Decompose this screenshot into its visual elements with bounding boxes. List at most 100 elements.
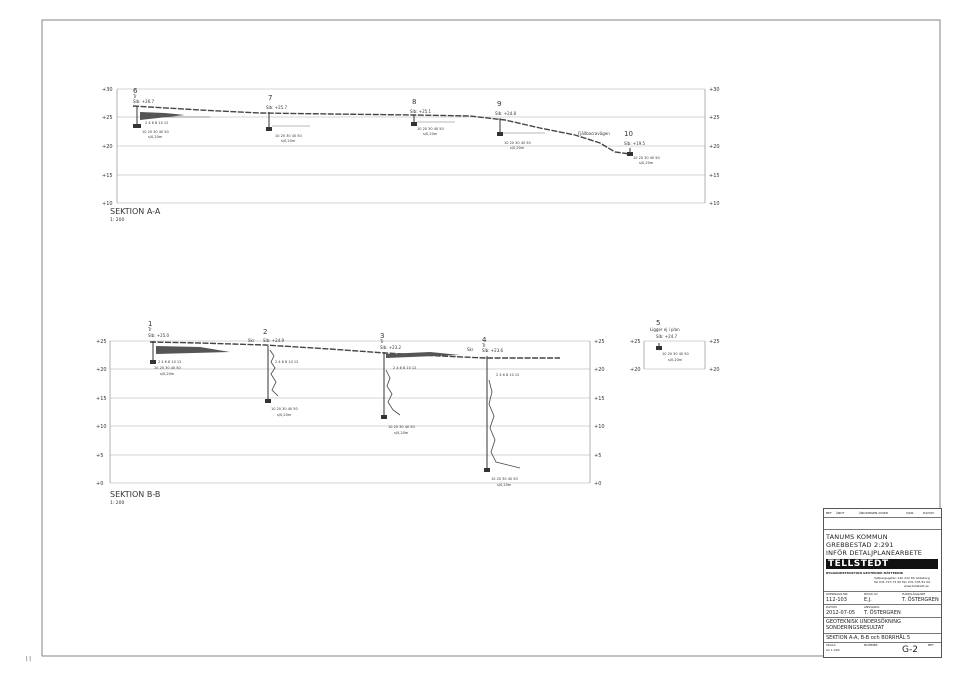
uppdrag-label: UPPDRAGS NR: [826, 592, 848, 596]
svg-text:10 20 30 40 50: 10 20 30 40 50: [142, 130, 169, 134]
elev-label: +25: [594, 339, 605, 345]
svg-text:2 4 6 8 10 12: 2 4 6 8 10 12: [158, 360, 181, 364]
svg-text:s/0,20m: s/0,20m: [497, 483, 512, 487]
elev-label: +10: [594, 424, 605, 430]
elev-label: +10: [96, 424, 107, 430]
svg-text:Tr: Tr: [147, 327, 152, 332]
borehole-7: 7 Slb: +25.7 10 20 30 40 50 s/0,20m: [266, 94, 310, 143]
svg-text:Tr: Tr: [132, 94, 137, 99]
bet-label: BET: [928, 643, 934, 647]
svg-text:10 20 30 40 50: 10 20 30 40 50: [662, 352, 689, 356]
road-label: Fjällbacravägen: [578, 131, 610, 136]
section-a-title: SEKTION A-A: [110, 207, 161, 216]
borehole-2: 2 Skr Slb: +24.9 2 4 6 8 10 12 10 20 30 …: [248, 328, 298, 417]
description-line1: GEOTEKNISK UNDERSÖKNING: [826, 619, 901, 625]
ground-surface-a: [132, 105, 631, 155]
svg-text:Slb: +23.2: Slb: +23.2: [380, 345, 402, 350]
svg-text:Slb: +25.0: Slb: +25.0: [148, 333, 170, 338]
datum-label: DATUM: [826, 605, 837, 609]
svg-text:s/0,20m: s/0,20m: [394, 431, 409, 435]
svg-text:Skr: Skr: [248, 338, 255, 343]
svg-text:Slb: +23.6: Slb: +23.6: [482, 348, 504, 353]
svg-text:7: 7: [268, 94, 272, 102]
svg-text:s/0,20m: s/0,20m: [423, 132, 438, 136]
svg-text:2 4 6 8 10 12: 2 4 6 8 10 12: [275, 360, 298, 364]
elev-label: +30: [102, 87, 113, 93]
elev-label: +15: [709, 173, 720, 179]
elev-label: +15: [102, 173, 113, 179]
svg-text:6: 6: [133, 87, 138, 95]
borehole-5-section: +25 +20 +25 +20 5 Ligger ej i plan Slb: …: [630, 319, 720, 373]
description-line3: SEKTION A-A, B-B och BORRHÅL 5: [826, 635, 911, 641]
elev-label: +10: [709, 201, 720, 207]
svg-text:10 20 30 40 50: 10 20 30 40 50: [154, 366, 181, 370]
nummer-label: NUMMER: [864, 643, 878, 647]
svg-text:10 20 30 40 50: 10 20 30 40 50: [504, 141, 531, 145]
section-b-title: SEKTION B-B: [110, 490, 160, 499]
rev-header-andt: ÄNDT: [836, 511, 845, 515]
elev-label: +15: [594, 396, 605, 402]
borehole-10: 10 Slb: +19.5 10 20 30 40 50 s/0,20m: [624, 130, 660, 165]
svg-text:2: 2: [263, 328, 267, 336]
svg-text:s/0,20m: s/0,20m: [281, 139, 296, 143]
elev-label: +0: [96, 481, 103, 487]
borehole-9: 9 Slb: +24.8 10 20 30 40 50 s/0,20m: [495, 100, 545, 150]
elev-label: +25: [96, 339, 107, 345]
company-phone: Tel 031-723 73 00 Fax 031-335 81 09: [874, 580, 931, 584]
borehole-8: 8 Slb: +25.1 10 20 30 40 50 s/0,20m: [410, 98, 455, 136]
svg-text:9: 9: [497, 100, 501, 108]
client-name: TANUMS KOMMUN: [826, 533, 888, 541]
svg-text:Slb: +25.1: Slb: +25.1: [410, 109, 432, 114]
svg-text:4: 4: [482, 336, 487, 344]
svg-text:Slb: +24.8: Slb: +24.8: [495, 111, 517, 116]
ansvarig-label: ANSVARIG: [864, 605, 880, 609]
svg-text:s/0,20m: s/0,20m: [148, 135, 163, 139]
svg-text:+20: +20: [630, 367, 641, 373]
svg-text:s/0,20m: s/0,20m: [160, 372, 175, 376]
description-line2: SONDERINGSRESULTAT: [826, 625, 884, 631]
company-logo: TELLSTEDT: [826, 559, 938, 569]
elev-label: +20: [594, 367, 605, 373]
ritad-label: RITAD AV: [864, 592, 878, 596]
elev-label: +20: [102, 144, 113, 150]
sheet-frame: [41, 19, 941, 657]
section-a-scale: 1: 200: [110, 217, 125, 223]
elev-label: +20: [709, 144, 720, 150]
section-b-scale: 1: 200: [110, 500, 125, 506]
svg-text:+20: +20: [709, 367, 720, 373]
elev-label: +25: [709, 115, 720, 121]
svg-text:+25: +25: [630, 339, 641, 345]
svg-text:10: 10: [624, 130, 633, 138]
ground-surface-b: [149, 341, 560, 359]
svg-text:Tr: Tr: [481, 343, 486, 348]
elev-label: +5: [594, 453, 601, 459]
borehole-4: 4 Tr Skr Slb: +23.6 2 4 6 8 10 12 10 20 …: [467, 336, 521, 487]
rev-header-avser: ÄNDRINGEN AVSER: [859, 511, 889, 515]
elev-label: +0: [594, 481, 601, 487]
elev-label: +30: [709, 87, 720, 93]
corner-mark: | |: [26, 656, 31, 662]
uppdrag-value: 112-103: [826, 597, 847, 603]
elev-label: +15: [96, 396, 107, 402]
svg-text:10 20 30 40 50: 10 20 30 40 50: [388, 425, 415, 429]
svg-text:10 20 30 40 50: 10 20 30 40 50: [271, 407, 298, 411]
skala-value: A1 1:200: [826, 648, 840, 652]
borehole-6: 6 Tr Slb: +26.7 2 4 6 8 10 12 10 20 30 4…: [132, 87, 210, 139]
svg-text:2 4 6 8 10 12: 2 4 6 8 10 12: [496, 373, 519, 377]
borehole-3: 3 Tr Slb: +23.2 2 4 6 8 10 12 10 20 30 4…: [379, 332, 460, 435]
company-address: Vallbergsgatan 14A 412 65 Göteborg: [874, 576, 930, 580]
section-b-grid: [109, 340, 591, 484]
datum-value: 2012-07-05: [826, 610, 856, 616]
svg-text:Ligger ej i plan: Ligger ej i plan: [650, 327, 680, 332]
svg-text:s/0,20m: s/0,20m: [277, 413, 292, 417]
svg-text:10 20 30 40 50: 10 20 30 40 50: [491, 477, 518, 481]
project-name: GREBBESTAD 2:291: [826, 541, 894, 549]
rev-header-datum: DATUM: [923, 511, 934, 515]
svg-text:Skr: Skr: [467, 347, 474, 352]
svg-text:+25: +25: [709, 339, 720, 345]
company-web: www.tellstedt.se: [904, 584, 929, 588]
svg-text:1: 1: [148, 320, 152, 328]
svg-text:s/0,20m: s/0,20m: [639, 161, 654, 165]
